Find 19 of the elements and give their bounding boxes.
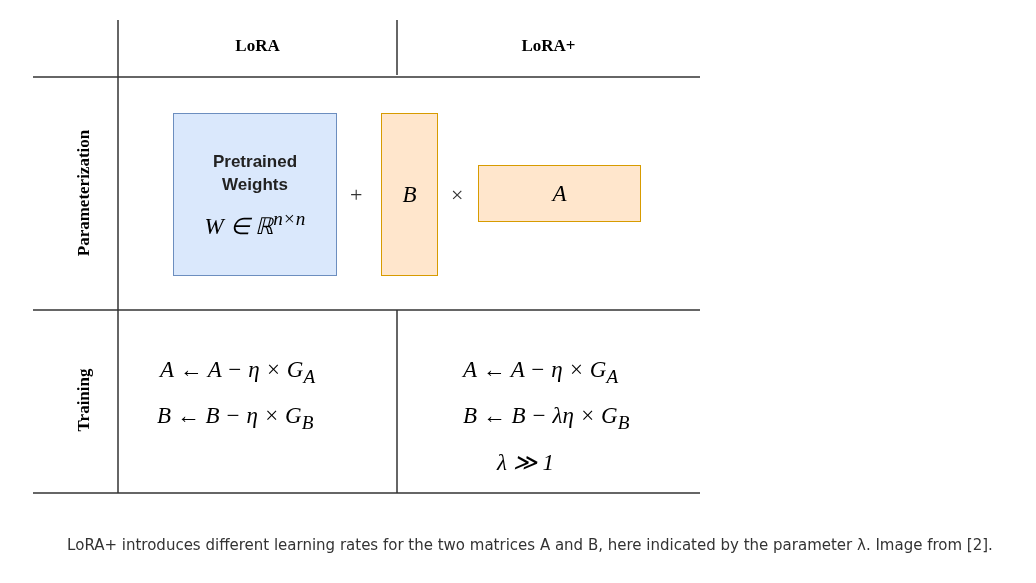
matrix-formula: W ∈ ℝ$^{n×n}$	[204, 207, 306, 240]
caption: LoRA+ introduces different learning rates for the two matrices A and B, here indicated by the parameter λ. Image from [2].	[66, 535, 994, 556]
row-header: Training	[74, 368, 94, 432]
matrix-box	[478, 165, 641, 222]
condition-formula: λ ≫ 1	[497, 449, 554, 476]
update-formula: A ← A − η × G$_{A}$	[160, 357, 316, 388]
times-operator: ×	[451, 182, 464, 208]
matrix-formula: A	[552, 180, 567, 207]
weight-matrix-box	[173, 113, 337, 276]
matrix-formula: B	[402, 181, 417, 208]
matrix-box	[381, 113, 438, 276]
update-formula: B ← B − η × G$_{B}$	[157, 403, 314, 434]
update-formula: A ← A − η × G$_{A}$	[463, 357, 619, 388]
row-header: Parameterization	[73, 129, 94, 257]
column-header: LoRA+	[520, 36, 577, 56]
box-heading: Pretrained Weights	[211, 150, 299, 196]
update-formula: B ← B − λη × G$_{B}$	[463, 403, 630, 434]
plus-operator: +	[350, 182, 363, 208]
column-header: LoRA	[234, 36, 281, 56]
